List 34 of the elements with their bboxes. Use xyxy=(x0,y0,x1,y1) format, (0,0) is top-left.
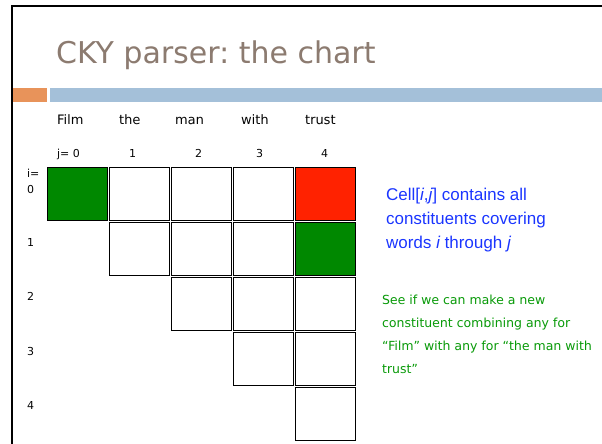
row-index: 2 xyxy=(27,291,34,302)
word-label: with xyxy=(241,114,269,127)
chart-cell xyxy=(109,222,170,276)
chart-cell xyxy=(171,167,232,221)
chart-cell xyxy=(295,277,356,331)
definition-note: Cell[i,j] contains all constituents covering words i through j xyxy=(386,184,547,254)
chart-cell xyxy=(47,167,108,221)
chart-cell xyxy=(171,277,232,331)
chart-cell xyxy=(295,387,356,441)
column-index: 2 xyxy=(195,148,202,159)
chart-cell xyxy=(233,332,294,386)
explanation-note: See if we can make a new constituent combining any for “Film” with any for “the man with trust” xyxy=(382,291,593,378)
word-label: man xyxy=(175,114,204,127)
row-index: 4 xyxy=(27,400,34,411)
word-label: trust xyxy=(305,114,336,127)
column-index: 3 xyxy=(256,148,263,159)
row-index: 0 xyxy=(27,184,34,195)
row-index: 3 xyxy=(27,346,34,357)
row-index: 1 xyxy=(27,237,34,248)
chart-cell xyxy=(171,222,232,276)
row-index: i= xyxy=(27,168,40,179)
chart-cell xyxy=(233,167,294,221)
slide-title: CKY parser: the chart xyxy=(56,36,376,71)
word-label: the xyxy=(119,114,140,127)
column-index: 1 xyxy=(129,148,136,159)
chart-cell xyxy=(233,222,294,276)
chart-cell xyxy=(233,277,294,331)
column-index: j= 0 xyxy=(57,148,80,159)
chart-cell xyxy=(109,167,170,221)
chart-cell xyxy=(295,167,356,221)
column-index: 4 xyxy=(321,148,328,159)
chart-cell xyxy=(295,332,356,386)
word-label: Film xyxy=(57,114,84,127)
chart-cell xyxy=(295,222,356,276)
